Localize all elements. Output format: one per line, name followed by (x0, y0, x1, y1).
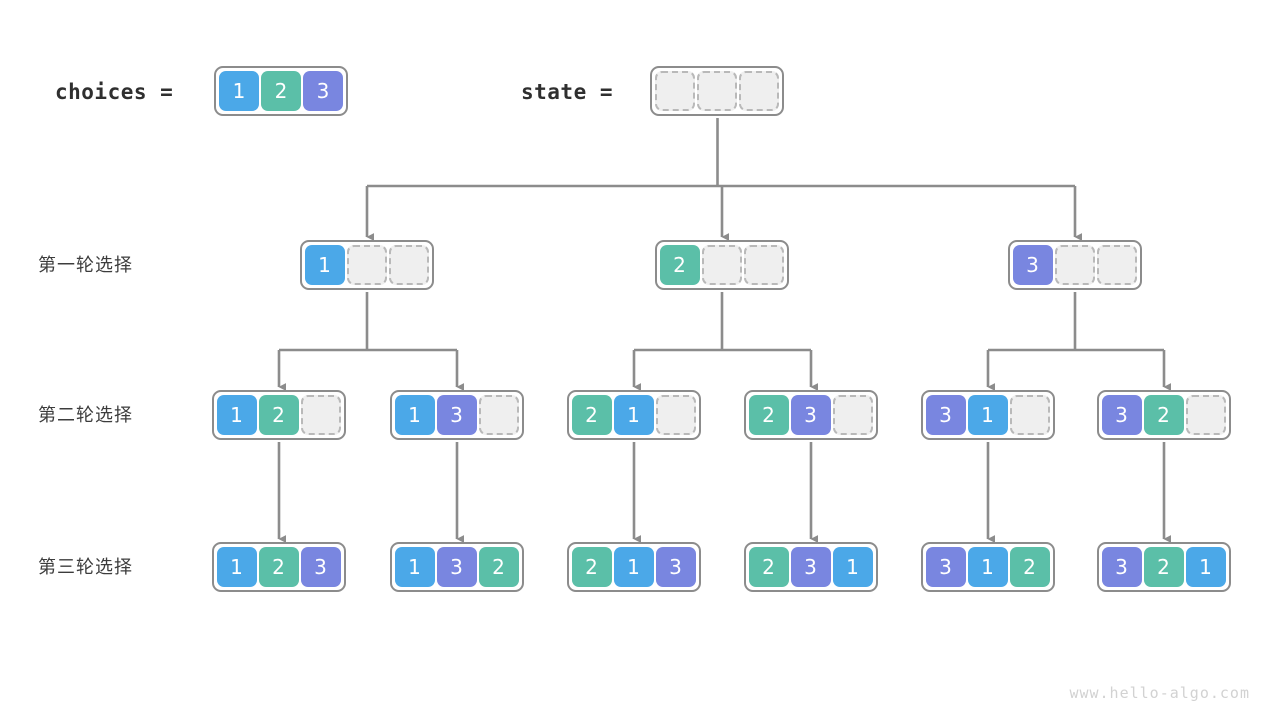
array-cell-value: 1 (1185, 547, 1226, 587)
array-cell-value: 2 (748, 547, 789, 587)
array-cell-value: 3 (1012, 245, 1053, 285)
array-cell-value: 2 (478, 547, 519, 587)
array-cell-empty (655, 71, 695, 111)
array-cell-value: 3 (1101, 395, 1142, 435)
array-cell-value: 1 (967, 395, 1008, 435)
array-cell-empty (1054, 245, 1095, 285)
array-cell-value: 2 (571, 395, 612, 435)
array-cell-empty (1009, 395, 1050, 435)
array-cell-value: 2 (1009, 547, 1050, 587)
array-cell-value: 1 (216, 547, 257, 587)
array-cell-value: 3 (925, 395, 966, 435)
array-cell-value: 2 (748, 395, 789, 435)
row-label-2: 第二轮选择 (38, 405, 133, 426)
array-cell-value: 3 (303, 71, 343, 111)
array-cell-value: 2 (261, 71, 301, 111)
array-cell-value: 1 (613, 395, 654, 435)
array-cell-value: 2 (1143, 395, 1184, 435)
array-cell-value: 3 (300, 547, 341, 587)
watermark: www.hello-algo.com (1069, 684, 1250, 702)
choices-label: choices = (55, 80, 174, 104)
array-cell-empty (478, 395, 519, 435)
array-cell-empty (388, 245, 429, 285)
node-r1-2: 2 (654, 240, 789, 290)
array-cell-value: 1 (304, 245, 345, 285)
array-cell-value: 3 (790, 547, 831, 587)
array-cell-value: 3 (436, 395, 477, 435)
array-cell-empty (1185, 395, 1226, 435)
array-cell-value: 3 (925, 547, 966, 587)
array-cell-value: 1 (832, 547, 873, 587)
array-cell-empty (832, 395, 873, 435)
state-label: state = (521, 80, 614, 104)
array-cell-value: 2 (258, 395, 299, 435)
array-cell-value: 2 (1143, 547, 1184, 587)
array-cell-value: 3 (436, 547, 477, 587)
row-label-3: 第三轮选择 (38, 557, 133, 578)
node-r1-1: 1 (299, 240, 434, 290)
array-cell-value: 2 (571, 547, 612, 587)
array-cell-value: 1 (613, 547, 654, 587)
array-cell-empty (1096, 245, 1137, 285)
array-cell-value: 3 (790, 395, 831, 435)
array-cell-empty (697, 71, 737, 111)
array-cell-empty (655, 395, 696, 435)
row-label-1: 第一轮选择 (38, 255, 133, 276)
array-cell-value: 2 (659, 245, 700, 285)
state-array (650, 66, 784, 116)
array-cell-value: 1 (394, 395, 435, 435)
array-cell-empty (739, 71, 779, 111)
array-cell-value: 1 (967, 547, 1008, 587)
array-cell-value: 1 (216, 395, 257, 435)
node-r1-3: 3 (1007, 240, 1142, 290)
array-cell-empty (300, 395, 341, 435)
array-cell-empty (701, 245, 742, 285)
array-cell-empty (743, 245, 784, 285)
array-cell-empty (346, 245, 387, 285)
array-cell-value: 3 (1101, 547, 1142, 587)
array-cell-value: 1 (394, 547, 435, 587)
array-cell-value: 3 (655, 547, 696, 587)
array-cell-value: 1 (219, 71, 259, 111)
array-cell-value: 2 (258, 547, 299, 587)
